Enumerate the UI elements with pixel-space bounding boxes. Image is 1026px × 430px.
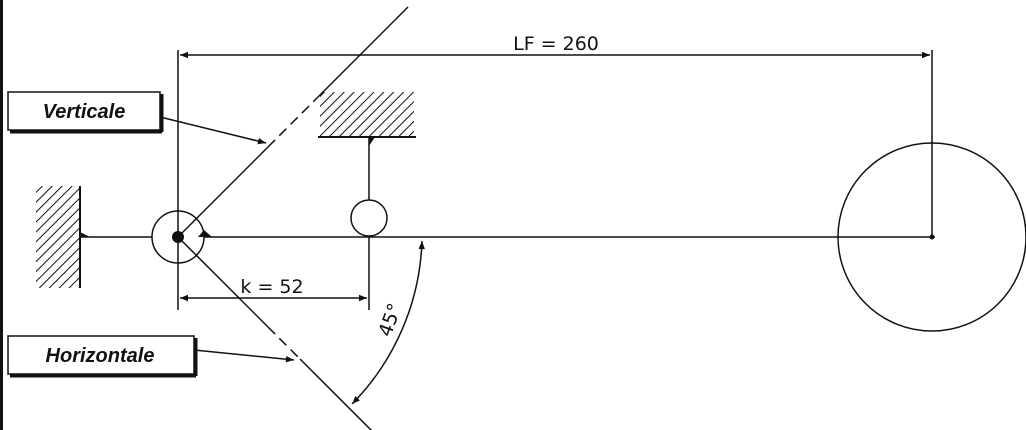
vertical-label: Verticale [43,101,126,123]
flywheel-center [929,234,935,240]
horizontal-label-box: Horizontale [7,335,198,378]
horizontal-leader [193,349,295,363]
wall-weld-left [80,232,90,237]
horizontal-axis-dashed [267,326,301,360]
horizontal-axis-solid [177,236,269,328]
roller [350,199,388,237]
strut-weld [369,137,375,146]
k-label: k = 52 [240,276,303,298]
top-wall [318,92,416,138]
horizontal-label: Horizontale [46,345,155,367]
left-wall [36,186,81,288]
vertical-label-box: Verticale [7,91,164,134]
vertical-leader [159,116,267,145]
vertical-axis-dashed [267,96,319,148]
vertical-axis-solid-upper [317,6,409,98]
k-dimension: k = 52 [180,276,367,302]
vertical-axis-solid [177,146,269,238]
lf-label: LF = 260 [513,33,599,55]
pivot-weld [198,230,212,237]
angle-dimension: 45° [351,240,425,405]
lf-dimension: LF = 260 [180,33,930,59]
angle-label: 45° [374,300,406,339]
horizontal-axis-solid-lower [299,358,373,430]
